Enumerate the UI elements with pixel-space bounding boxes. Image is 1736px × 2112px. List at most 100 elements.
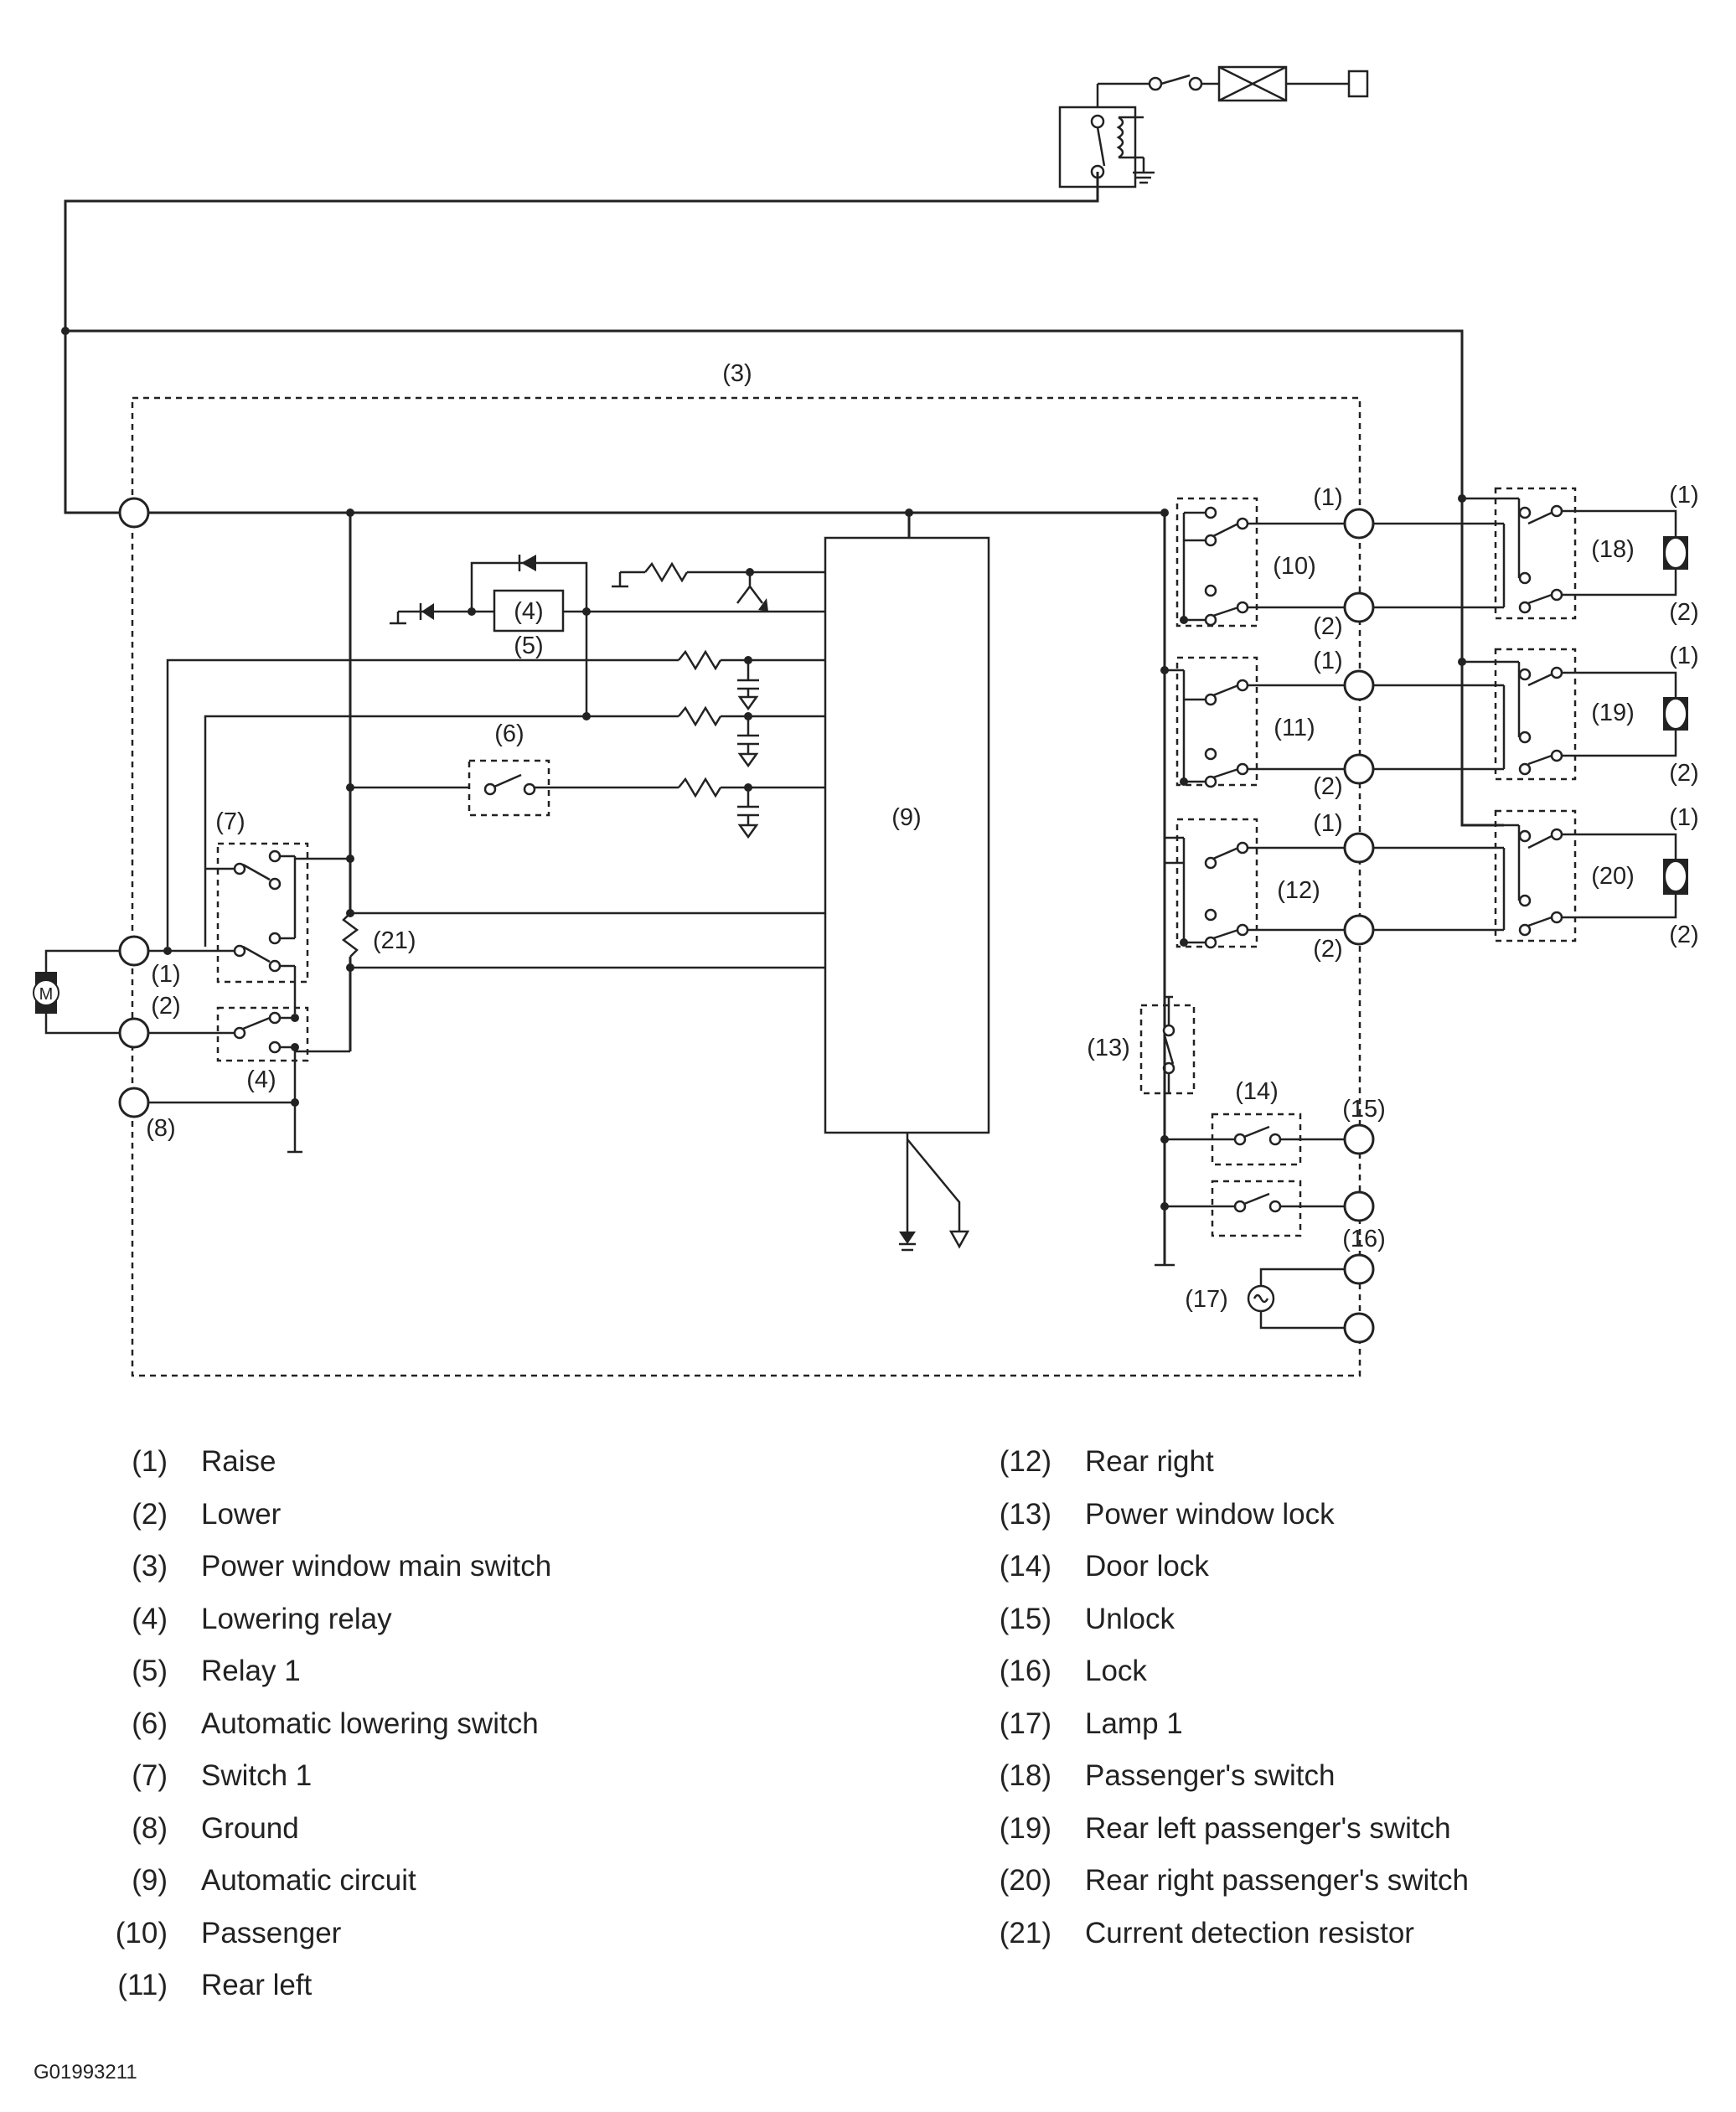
ground-terminal [118, 1087, 150, 1118]
legend-label: Door lock [1085, 1550, 1209, 1583]
switch-1: (7) [168, 808, 350, 1014]
callout-10: (10) [1273, 553, 1316, 580]
callout-sw18-raise: (1) [1669, 482, 1698, 509]
callout-8: (8) [146, 1115, 175, 1142]
callout-sw20-lower: (2) [1669, 922, 1698, 948]
callout-3: (3) [722, 360, 752, 387]
legend-label: Power window main switch [201, 1550, 552, 1583]
legend-item: (11)Rear left [80, 1960, 551, 2012]
main-switch-boundary [131, 396, 1361, 1377]
auto-lowering-switch [468, 759, 550, 817]
legend-number: (16) [999, 1655, 1051, 1687]
legend-number: (6) [132, 1707, 168, 1740]
legend-number: (13) [999, 1497, 1051, 1531]
legend-label: Automatic circuit [201, 1864, 416, 1897]
legend-item: (4)Lowering relay [80, 1593, 551, 1646]
switch-rear-left: (11) [1160, 656, 1315, 788]
callout-5: (5) [514, 633, 543, 659]
legend-label: Relay 1 [201, 1655, 301, 1687]
driver-motor: (1) (2) (8) M [33, 935, 302, 1154]
legend-label: Rear right passenger's switch [1085, 1864, 1469, 1897]
callout-17: (17) [1185, 1286, 1228, 1313]
legend-number: (5) [132, 1655, 168, 1687]
callout-15: (15) [1342, 1096, 1386, 1123]
callout-6: (6) [494, 720, 524, 747]
lowering-relay-switch: (4) [147, 1006, 350, 1152]
callout-11: (11) [1274, 715, 1315, 741]
legend-label: Lock [1085, 1655, 1147, 1687]
callout-21: (21) [373, 927, 416, 954]
legend-item: (8) Ground [80, 1803, 551, 1856]
legend-number: (18) [999, 1759, 1051, 1792]
supply-circuit [64, 65, 1369, 514]
power-input-terminal [118, 497, 150, 529]
lock-switches: (13) (14) (15) (16) (17) [1087, 995, 1386, 1344]
legend-right: (12)Rear right(13)Power window lock(14)D… [964, 1436, 1469, 1960]
callout-sw20-raise: (1) [1669, 804, 1698, 831]
legend-item: (15)Unlock [964, 1593, 1469, 1646]
callout-18: (18) [1591, 536, 1635, 563]
legend-item: (7)Switch 1 [80, 1750, 551, 1803]
legend-item: (1) Raise [80, 1436, 551, 1489]
switch-rear-right: (12) [1175, 818, 1320, 949]
legend-item: (18) Passenger's switch [964, 1750, 1469, 1803]
lamp-icon [1247, 1284, 1275, 1313]
passenger-switch-20: (20) (1) (2) [1494, 804, 1699, 948]
right-terminals: (1) (2) (1) (2) (1) (2) [1248, 484, 1504, 963]
legend-item: (3) Power window main switch [80, 1541, 551, 1593]
callout-rr-lower: (2) [1313, 936, 1342, 963]
legend-number: (8) [132, 1811, 168, 1845]
figure-id: G01993211 [34, 2061, 137, 2084]
legend-item: (2)Lower [80, 1489, 551, 1541]
raise-terminal [118, 935, 150, 967]
callout-13: (13) [1087, 1035, 1130, 1061]
legend-label: Power window lock [1085, 1497, 1335, 1531]
legend-label: Current detection resistor [1085, 1916, 1414, 1949]
legend-label: Automatic lowering switch [201, 1707, 539, 1740]
legend-item: (16) Lock [964, 1645, 1469, 1698]
wiring-diagram: (3) (9) (4) (5) [33, 65, 1699, 1377]
legend-number: (3) [132, 1550, 168, 1583]
legend-item: (9)Automatic circuit [80, 1855, 551, 1908]
callout-motor-lower: (2) [151, 993, 180, 1020]
callout-sw18-lower: (2) [1669, 599, 1698, 626]
legend-item: (19)Rear left passenger's switch [964, 1803, 1469, 1856]
legend-left: (1) Raise (2)Lower (3) Power window main swi… [80, 1436, 551, 2012]
battery-icon [1347, 70, 1369, 98]
legend-label: Rear left passenger's switch [1085, 1811, 1451, 1845]
legend-item: (13) Power window lock [964, 1489, 1469, 1541]
legend-number: (10) [115, 1916, 168, 1949]
lower-terminal [118, 1017, 150, 1049]
callout-rl-raise: (1) [1313, 648, 1342, 674]
legend-label: Lamp 1 [1085, 1707, 1183, 1740]
callout-4-relay: (4) [514, 598, 543, 625]
legend-label: Unlock [1085, 1602, 1175, 1635]
callout-pass-raise: (1) [1313, 484, 1342, 511]
legend-item: (5) Relay 1 [80, 1645, 551, 1698]
legend-item: (20)Rear right passenger's switch [964, 1855, 1469, 1908]
callout-rr-raise: (1) [1313, 810, 1342, 837]
callout-20: (20) [1591, 863, 1635, 890]
transistor-stage [612, 561, 825, 612]
automatic-circuit-block [824, 536, 990, 1134]
motor-symbol: M [39, 985, 54, 1004]
legend-number: (12) [999, 1445, 1051, 1478]
legend-label: Rear left [201, 1969, 313, 2001]
legend-number: (1) [132, 1445, 168, 1478]
callout-19: (19) [1591, 700, 1635, 726]
legend-number: (4) [132, 1602, 168, 1635]
passenger-switch-18: (18) (1) (2) [1458, 482, 1699, 626]
legend-label: Passenger [201, 1916, 342, 1949]
callout-7: (7) [215, 808, 245, 835]
legend-number: (17) [999, 1707, 1051, 1740]
legend-label: Ground [201, 1811, 299, 1845]
legend-label: Passenger's switch [1085, 1759, 1336, 1792]
callout-4-switch: (4) [246, 1066, 276, 1093]
legend-number: (14) [999, 1550, 1051, 1583]
legend-label: Raise [201, 1445, 276, 1478]
callout-sw19-lower: (2) [1669, 760, 1698, 787]
callout-motor-raise: (1) [151, 961, 180, 988]
input-filters: (6) [166, 649, 825, 947]
callout-9: (9) [891, 804, 921, 831]
callout-rl-lower: (2) [1313, 773, 1342, 800]
